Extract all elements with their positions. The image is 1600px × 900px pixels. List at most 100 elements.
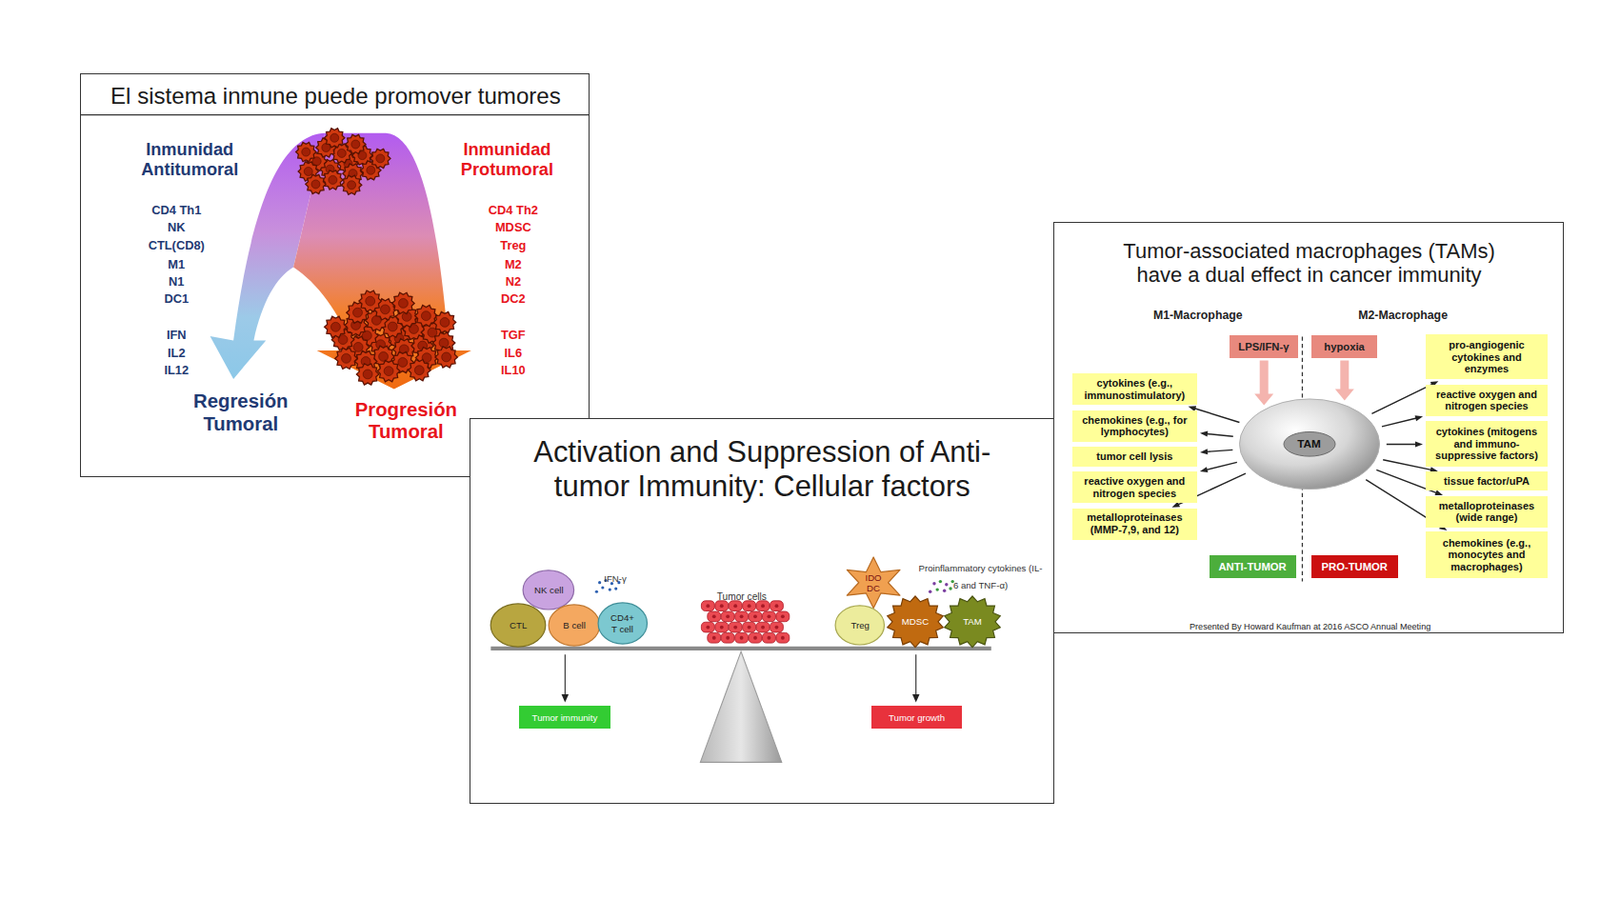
cell-body xyxy=(1239,399,1380,490)
panel-text: MDSC xyxy=(495,220,532,235)
panel-text: Inmunidad Antitumoral xyxy=(140,140,239,180)
text-slot: IFN xyxy=(135,325,218,343)
tumor-blob xyxy=(358,290,380,312)
tumor-cell-nucleus xyxy=(740,615,744,620)
connector-line xyxy=(1205,461,1237,470)
node-label: PRO-TUMOR xyxy=(1321,560,1388,574)
tumor-blob xyxy=(434,346,457,368)
text-slot: Treg xyxy=(472,236,555,254)
effect-box: tumor cell lysis xyxy=(1072,446,1198,466)
connector-line xyxy=(1381,418,1417,427)
tumor-core xyxy=(340,354,351,364)
text-slot: Regresión Tumoral xyxy=(179,390,302,436)
panel-text: Inmunidad Protumoral xyxy=(460,140,554,180)
text-slot: N2 xyxy=(472,272,555,290)
node-label: TAM xyxy=(1297,437,1321,451)
tumor-cell xyxy=(735,611,749,622)
connector xyxy=(1335,360,1355,400)
tumor-cell xyxy=(748,611,762,622)
text-slot: CTL(CD8) xyxy=(135,236,218,254)
tumor-cell-nucleus xyxy=(720,625,724,630)
suppressor-cell: MDSC xyxy=(886,596,944,648)
tumor-cell-nucleus xyxy=(780,615,785,620)
tumor-blob xyxy=(323,128,344,148)
effect-box: reactive oxygen and nitrogen species xyxy=(1072,471,1198,503)
text-slot: TGF xyxy=(472,325,555,343)
connector-line xyxy=(1371,383,1433,414)
panel-text: IL2 xyxy=(167,345,186,360)
slide-panel: Tumor-associated macrophages (TAMs) have… xyxy=(1053,221,1565,635)
tumor-core xyxy=(364,296,375,306)
effect-box: cytokines (mitogens and immuno-suppressi… xyxy=(1425,420,1549,466)
cell-body xyxy=(490,603,546,647)
text-slot: M1 xyxy=(135,255,218,273)
node-label: B cell xyxy=(562,620,586,631)
node-label: reactive oxygen and nitrogen species xyxy=(1075,475,1194,500)
connector-line xyxy=(1382,459,1432,470)
block-arrow xyxy=(1254,360,1274,405)
tumor-blob xyxy=(344,134,365,154)
tumor-cell-nucleus xyxy=(780,636,785,640)
node-label: Treg xyxy=(850,620,869,631)
node-label: cytokines (e.g., immunostimulatory) xyxy=(1075,377,1194,401)
text-slot: Presented By Howard Kaufman at 2016 ASCO… xyxy=(1096,616,1525,634)
tumor-blob xyxy=(321,170,342,190)
panel-text: NK xyxy=(167,220,186,235)
tumor-core xyxy=(346,180,356,190)
tumor-core xyxy=(397,358,407,368)
arrow-head xyxy=(1414,415,1422,421)
tumor-cell-nucleus xyxy=(747,604,752,609)
text-slot: CD4 Th2 xyxy=(472,200,555,219)
immune-cell: B cell xyxy=(547,603,601,647)
tumor-cell-nucleus xyxy=(712,615,717,620)
panel-text: IFN-γ xyxy=(603,573,627,584)
panel-text: Presented By Howard Kaufman at 2016 ASCO… xyxy=(1189,621,1431,632)
tumor-cell xyxy=(720,633,735,644)
node-label: CD4+ T cell xyxy=(608,612,637,634)
tumor-cell-nucleus xyxy=(747,625,752,630)
tumor-core xyxy=(380,304,390,315)
tumor-core xyxy=(311,180,320,189)
suppressor-cell: Treg xyxy=(834,604,886,646)
tumor-cell-nucleus xyxy=(725,636,730,640)
arrow-head xyxy=(1200,430,1208,437)
node-label: chemokines (e.g., monocytes and macropha… xyxy=(1428,537,1545,574)
arrow-head xyxy=(1415,440,1423,447)
cell-body xyxy=(835,605,884,645)
tumor-cell xyxy=(707,611,721,622)
tumor-cell xyxy=(761,633,776,644)
tumor-cell-nucleus xyxy=(720,604,724,609)
tumor-cell-nucleus xyxy=(725,615,730,620)
tumor-cell-nucleus xyxy=(733,625,738,630)
panel-text: M2 xyxy=(504,257,522,272)
tumor-cell-nucleus xyxy=(774,604,779,609)
block-arrow xyxy=(1335,360,1355,400)
connector xyxy=(1386,440,1423,447)
tumor-cell-nucleus xyxy=(733,604,738,609)
tumor-core xyxy=(375,154,384,163)
tumor-cell xyxy=(715,622,729,634)
text-slot: Inmunidad Protumoral xyxy=(440,140,574,180)
tumor-cell xyxy=(776,611,790,622)
tumor-core xyxy=(439,338,449,348)
effect-box: PRO-TUMOR xyxy=(1311,555,1399,580)
text-slot: DC2 xyxy=(472,289,555,307)
stimulus-box: hypoxia xyxy=(1311,335,1379,359)
cell-body xyxy=(523,570,575,610)
cell-body xyxy=(944,596,1001,648)
tumor-core xyxy=(383,366,394,377)
macrophage-cell: TAM xyxy=(1238,397,1381,492)
tumor-core xyxy=(350,140,360,149)
node-label: hypoxia xyxy=(1323,340,1365,354)
text-slot: M1-Macrophage xyxy=(1136,305,1260,323)
node-label: CTL xyxy=(509,620,527,631)
node-label: chemokines (e.g., for lymphocytes) xyxy=(1075,414,1194,439)
tumor-cell xyxy=(700,600,715,612)
tumor-cell xyxy=(728,600,742,612)
tumor-core xyxy=(387,321,398,332)
panel-text: Progresión Tumoral xyxy=(355,399,458,442)
tumor-cell xyxy=(769,600,783,612)
tumor-cell xyxy=(748,633,762,644)
text-slot: M2-Macrophage xyxy=(1341,305,1465,323)
